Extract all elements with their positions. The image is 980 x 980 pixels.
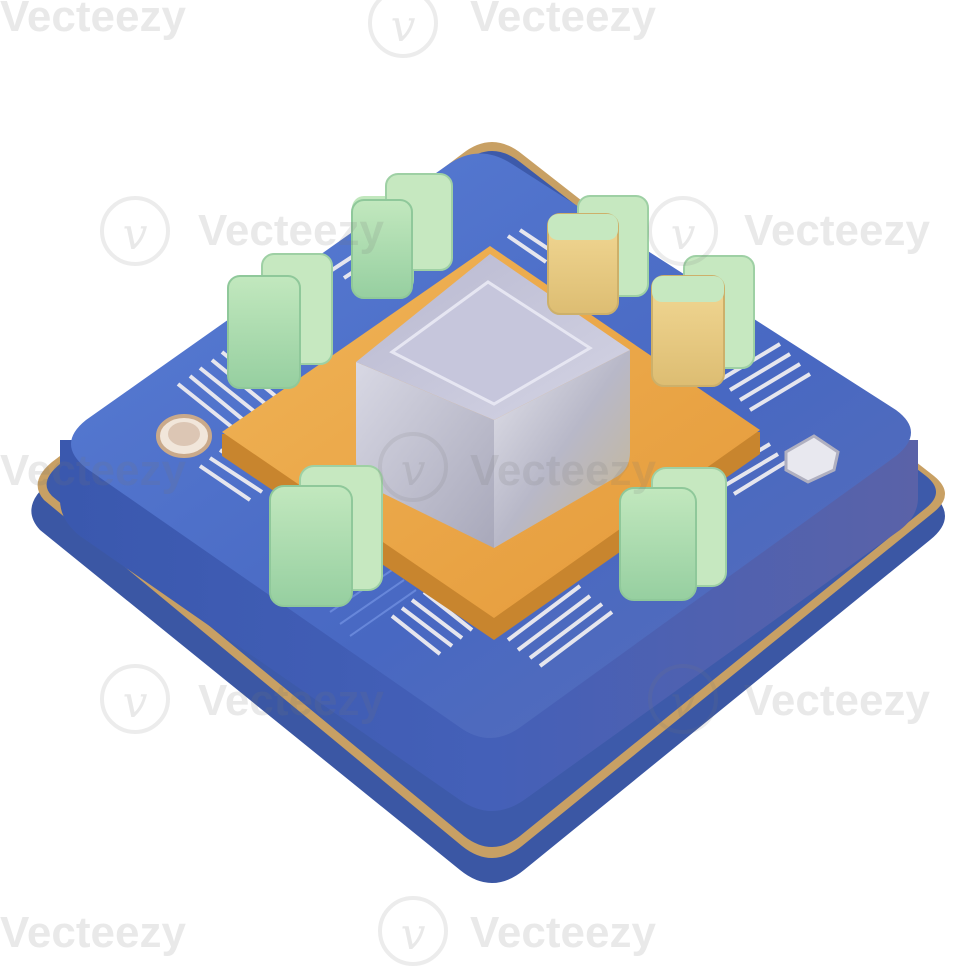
core-right-face [494, 350, 630, 548]
capacitor-left [227, 253, 333, 389]
pins-bottom-left [390, 590, 474, 656]
core-top-inset [389, 280, 593, 406]
capacitor-bottom-right [619, 467, 727, 601]
core-left-face [356, 362, 494, 548]
capacitor-top-right [547, 195, 649, 315]
pins-bottom-right [506, 584, 614, 668]
pins-left-lower [198, 440, 284, 502]
capacitor-right [651, 255, 755, 387]
rect-pad [784, 434, 840, 484]
capacitor-top-left [351, 173, 453, 299]
pins-left-upper [176, 350, 292, 442]
capacitor-bottom-left [269, 465, 383, 607]
